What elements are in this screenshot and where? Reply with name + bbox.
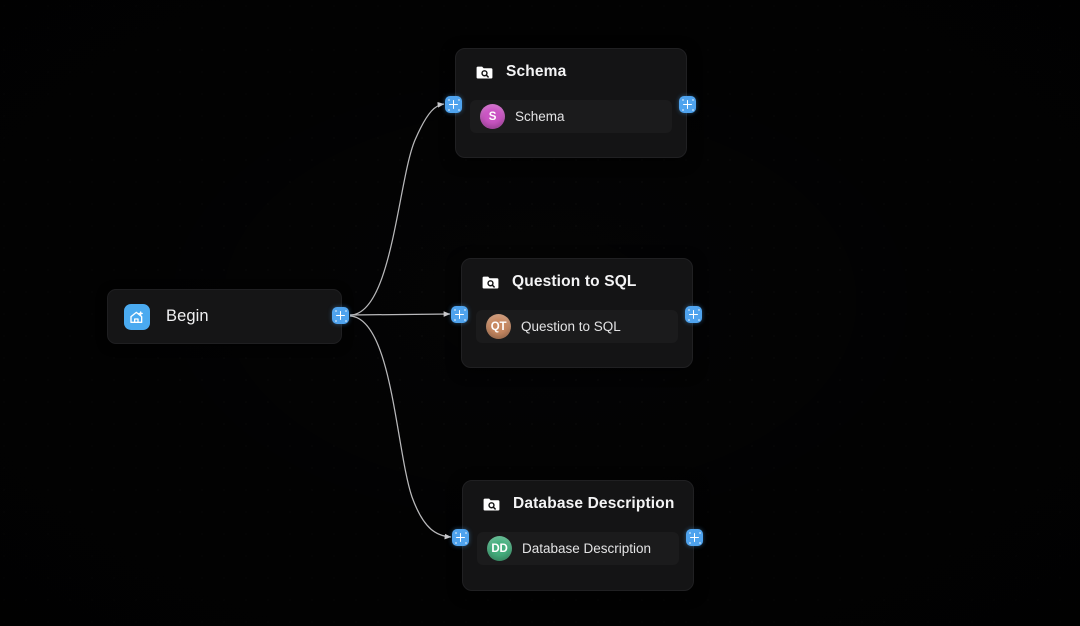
avatar: S xyxy=(480,104,505,129)
edge-begin-to-schema xyxy=(349,101,445,316)
node-question-to-sql-item[interactable]: QT Question to SQL xyxy=(476,310,678,343)
knowledge-base-folder-icon xyxy=(474,62,494,82)
node-question-to-sql-header: Question to SQL xyxy=(476,272,678,292)
node-question-to-sql-item-label: Question to SQL xyxy=(521,319,621,334)
node-database-description-header: Database Description xyxy=(477,494,679,514)
handle-schema-right-plus-icon[interactable] xyxy=(679,96,696,113)
node-schema-item[interactable]: S Schema xyxy=(470,100,672,133)
edge-begin-to-database-description xyxy=(349,315,452,540)
node-database-description-item-label: Database Description xyxy=(522,541,652,556)
node-begin[interactable]: Begin xyxy=(107,289,342,344)
node-schema[interactable]: Schema S Schema xyxy=(455,48,687,158)
node-database-description-item[interactable]: DD Database Description xyxy=(477,532,679,565)
node-schema-header: Schema xyxy=(470,62,672,82)
handle-schema-left-plus-icon[interactable] xyxy=(445,96,462,113)
node-database-description[interactable]: Database Description DD Database Descrip… xyxy=(462,480,694,591)
handle-question-to-sql-left-plus-icon[interactable] xyxy=(451,306,468,323)
avatar: DD xyxy=(487,536,512,561)
handle-database-description-left-plus-icon[interactable] xyxy=(452,529,469,546)
edge-begin-to-question-to-sql xyxy=(349,311,451,317)
avatar: QT xyxy=(486,314,511,339)
handle-question-to-sql-right-plus-icon[interactable] xyxy=(685,306,702,323)
node-question-to-sql-title: Question to SQL xyxy=(512,273,637,290)
node-database-description-title: Database Description xyxy=(513,495,675,512)
node-schema-title: Schema xyxy=(506,63,567,80)
node-begin-title: Begin xyxy=(166,307,209,325)
knowledge-base-folder-icon xyxy=(480,272,500,292)
handle-database-description-right-plus-icon[interactable] xyxy=(686,529,703,546)
home-plus-icon xyxy=(124,303,150,330)
node-schema-item-label: Schema xyxy=(515,109,565,124)
handle-begin-right-plus-icon[interactable] xyxy=(332,307,349,324)
knowledge-base-folder-icon xyxy=(481,494,501,514)
node-question-to-sql[interactable]: Question to SQL QT Question to SQL xyxy=(461,258,693,368)
